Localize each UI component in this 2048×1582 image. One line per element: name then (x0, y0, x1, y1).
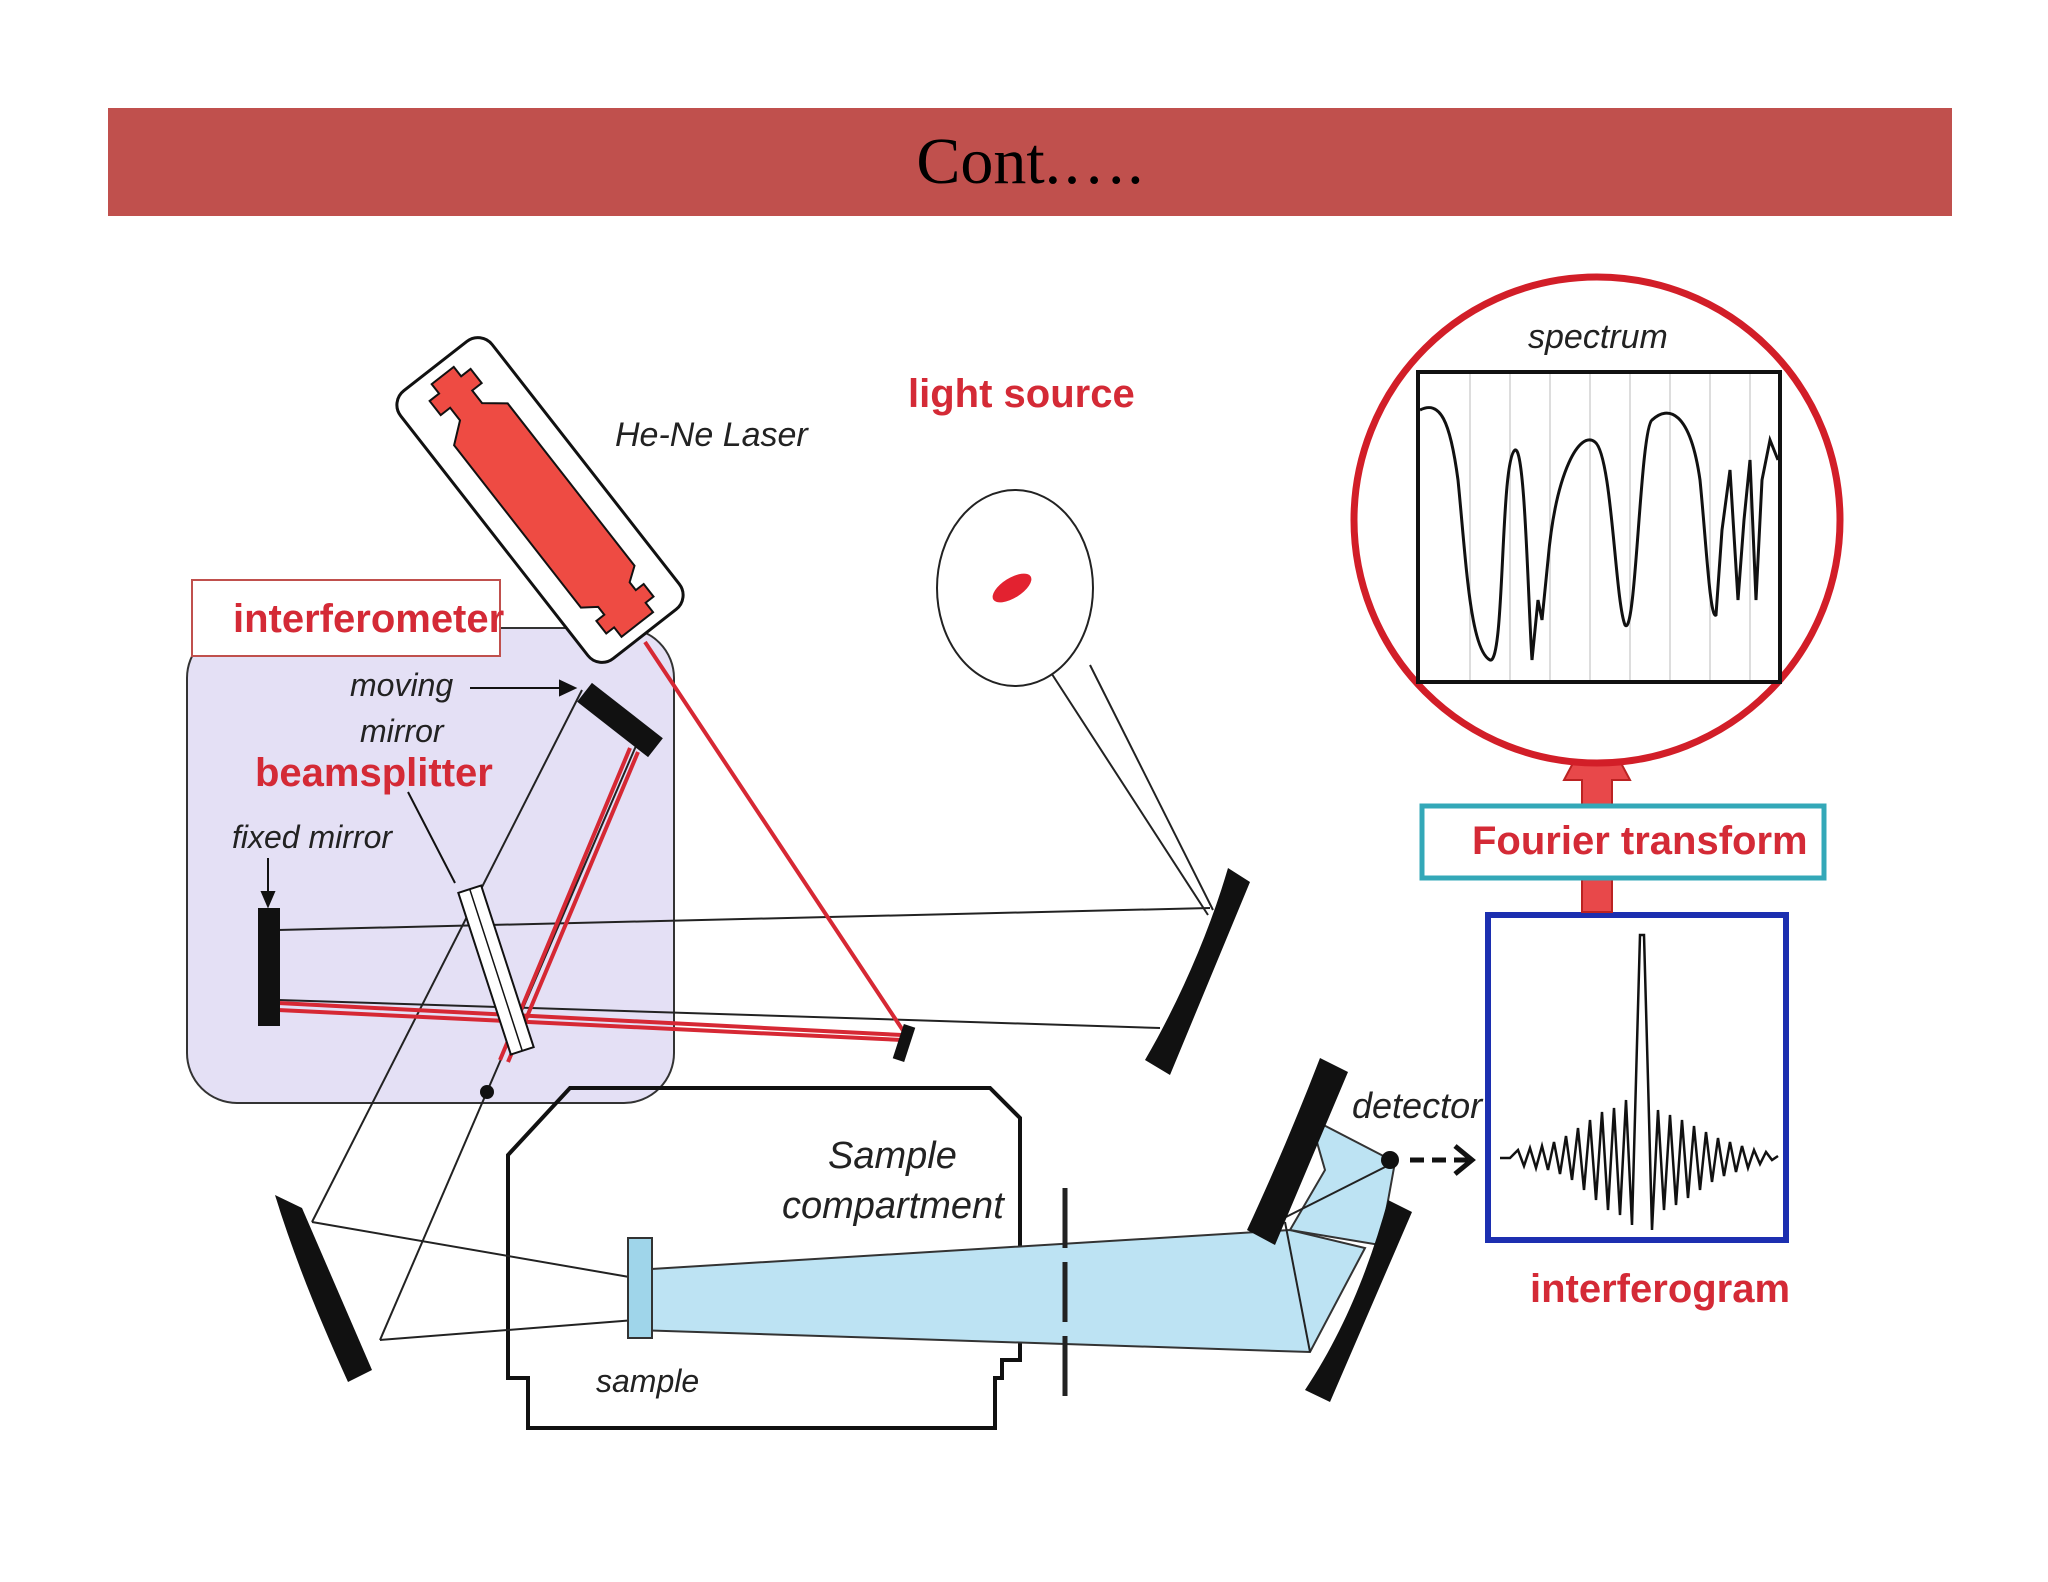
collimating-mirror (1145, 868, 1250, 1075)
light-source-label: light source (908, 372, 1135, 416)
spectrum-gridlines (1469, 374, 1751, 680)
sample-compartment-outline (506, 1086, 1022, 1430)
spectrum-plot-frame (1416, 370, 1782, 684)
slide-title: Cont.…. (916, 125, 1144, 198)
sample-cell (627, 1237, 653, 1339)
spectrum-curve (1419, 406, 1780, 662)
interferogram-signal (1500, 933, 1779, 1231)
detector-mirror-lower (1305, 1200, 1412, 1402)
beamsplitter-label: beamsplitter (255, 751, 493, 795)
detector-dot (1381, 1151, 1399, 1169)
focusing-mirror-left (275, 1195, 372, 1382)
beamsplitter-plate (457, 884, 535, 1056)
light-source (936, 489, 1094, 687)
fixed-mirror-label: fixed mirror (232, 819, 393, 855)
pointer-arrows (260, 679, 578, 909)
beamsplitter-pivot (480, 1085, 494, 1099)
detector-beam-line-2 (1284, 1221, 1311, 1353)
fourier-transform-label: Fourier transform (1472, 819, 1808, 863)
interferometer-label-box (191, 579, 501, 657)
sample-label: sample (596, 1363, 699, 1399)
small-mirror (892, 1024, 916, 1062)
light-paths (277, 664, 1214, 1400)
sample-compartment-label-line2: compartment (782, 1185, 1005, 1227)
moving-mirror (577, 682, 663, 758)
moving-mirror-label-line2: mirror (360, 713, 445, 749)
moving-mirror-label-line1: moving (350, 667, 453, 703)
he-ne-laser-label: He-Ne Laser (615, 416, 809, 454)
fourier-transform-box (1419, 803, 1827, 881)
sample-compartment-label-line1: Sample (828, 1135, 957, 1177)
sample-beam (634, 1228, 1367, 1354)
spectrum-label: spectrum (1528, 318, 1668, 356)
detector-label: detector (1352, 1085, 1484, 1126)
he-ne-laser (395, 336, 685, 664)
interferometer-label: interferometer (233, 597, 504, 641)
slide-title-bar: Cont.…. (108, 108, 1952, 216)
detector-beam (1288, 1116, 1397, 1247)
fixed-mirror (258, 908, 280, 1026)
detector-beam-line-1 (1279, 1161, 1396, 1221)
detector-mirror-upper (1247, 1058, 1348, 1245)
interferogram-label: interferogram (1530, 1267, 1790, 1311)
detector-arrowhead (1453, 1144, 1476, 1176)
